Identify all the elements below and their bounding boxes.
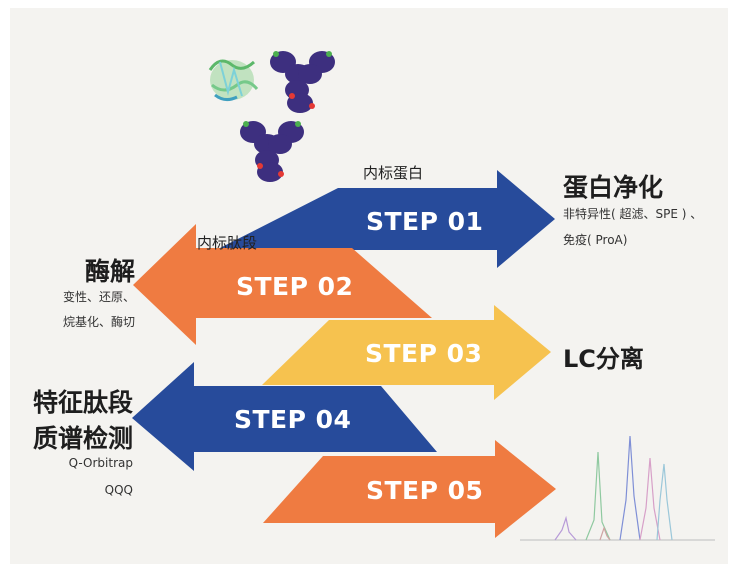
chromatogram-peaks	[520, 435, 715, 541]
purification-title: 蛋白净化	[563, 173, 664, 202]
lc-separation-title: LC分离	[563, 345, 644, 373]
detection-line1: Q-Orbitrap	[68, 456, 133, 470]
step04-label: STEP 04	[234, 405, 351, 434]
purification-line1: 非特异性( 超滤、SPE ) 、	[563, 207, 703, 221]
detection-title-line2: 质谱检测	[32, 424, 133, 453]
purification-line2: 免疫( ProA)	[563, 233, 628, 247]
step03-label: STEP 03	[365, 339, 482, 368]
antibody-icon	[240, 121, 304, 182]
step02-label: STEP 02	[236, 272, 353, 301]
detection-title-line1: 特征肽段	[32, 388, 133, 417]
digestion-line2: 烷基化、酶切	[62, 315, 135, 329]
tag-internal-peptide: 内标肽段	[197, 234, 258, 252]
digestion-title: 酶解	[84, 257, 135, 286]
protein-ribbon-structure	[208, 59, 259, 102]
tag-internal-protein: 内标蛋白	[363, 164, 424, 182]
step05-label: STEP 05	[366, 476, 483, 505]
step04-arrow	[132, 362, 437, 471]
step03-arrow	[262, 305, 551, 400]
step02-arrow	[133, 224, 432, 345]
step01-arrow	[218, 170, 555, 268]
antibody-icon	[270, 51, 335, 113]
step05-arrow	[263, 440, 556, 538]
detection-line2: QQQ	[104, 483, 133, 497]
digestion-line1: 变性、还原、	[62, 290, 135, 304]
step01-label: STEP 01	[366, 207, 483, 236]
